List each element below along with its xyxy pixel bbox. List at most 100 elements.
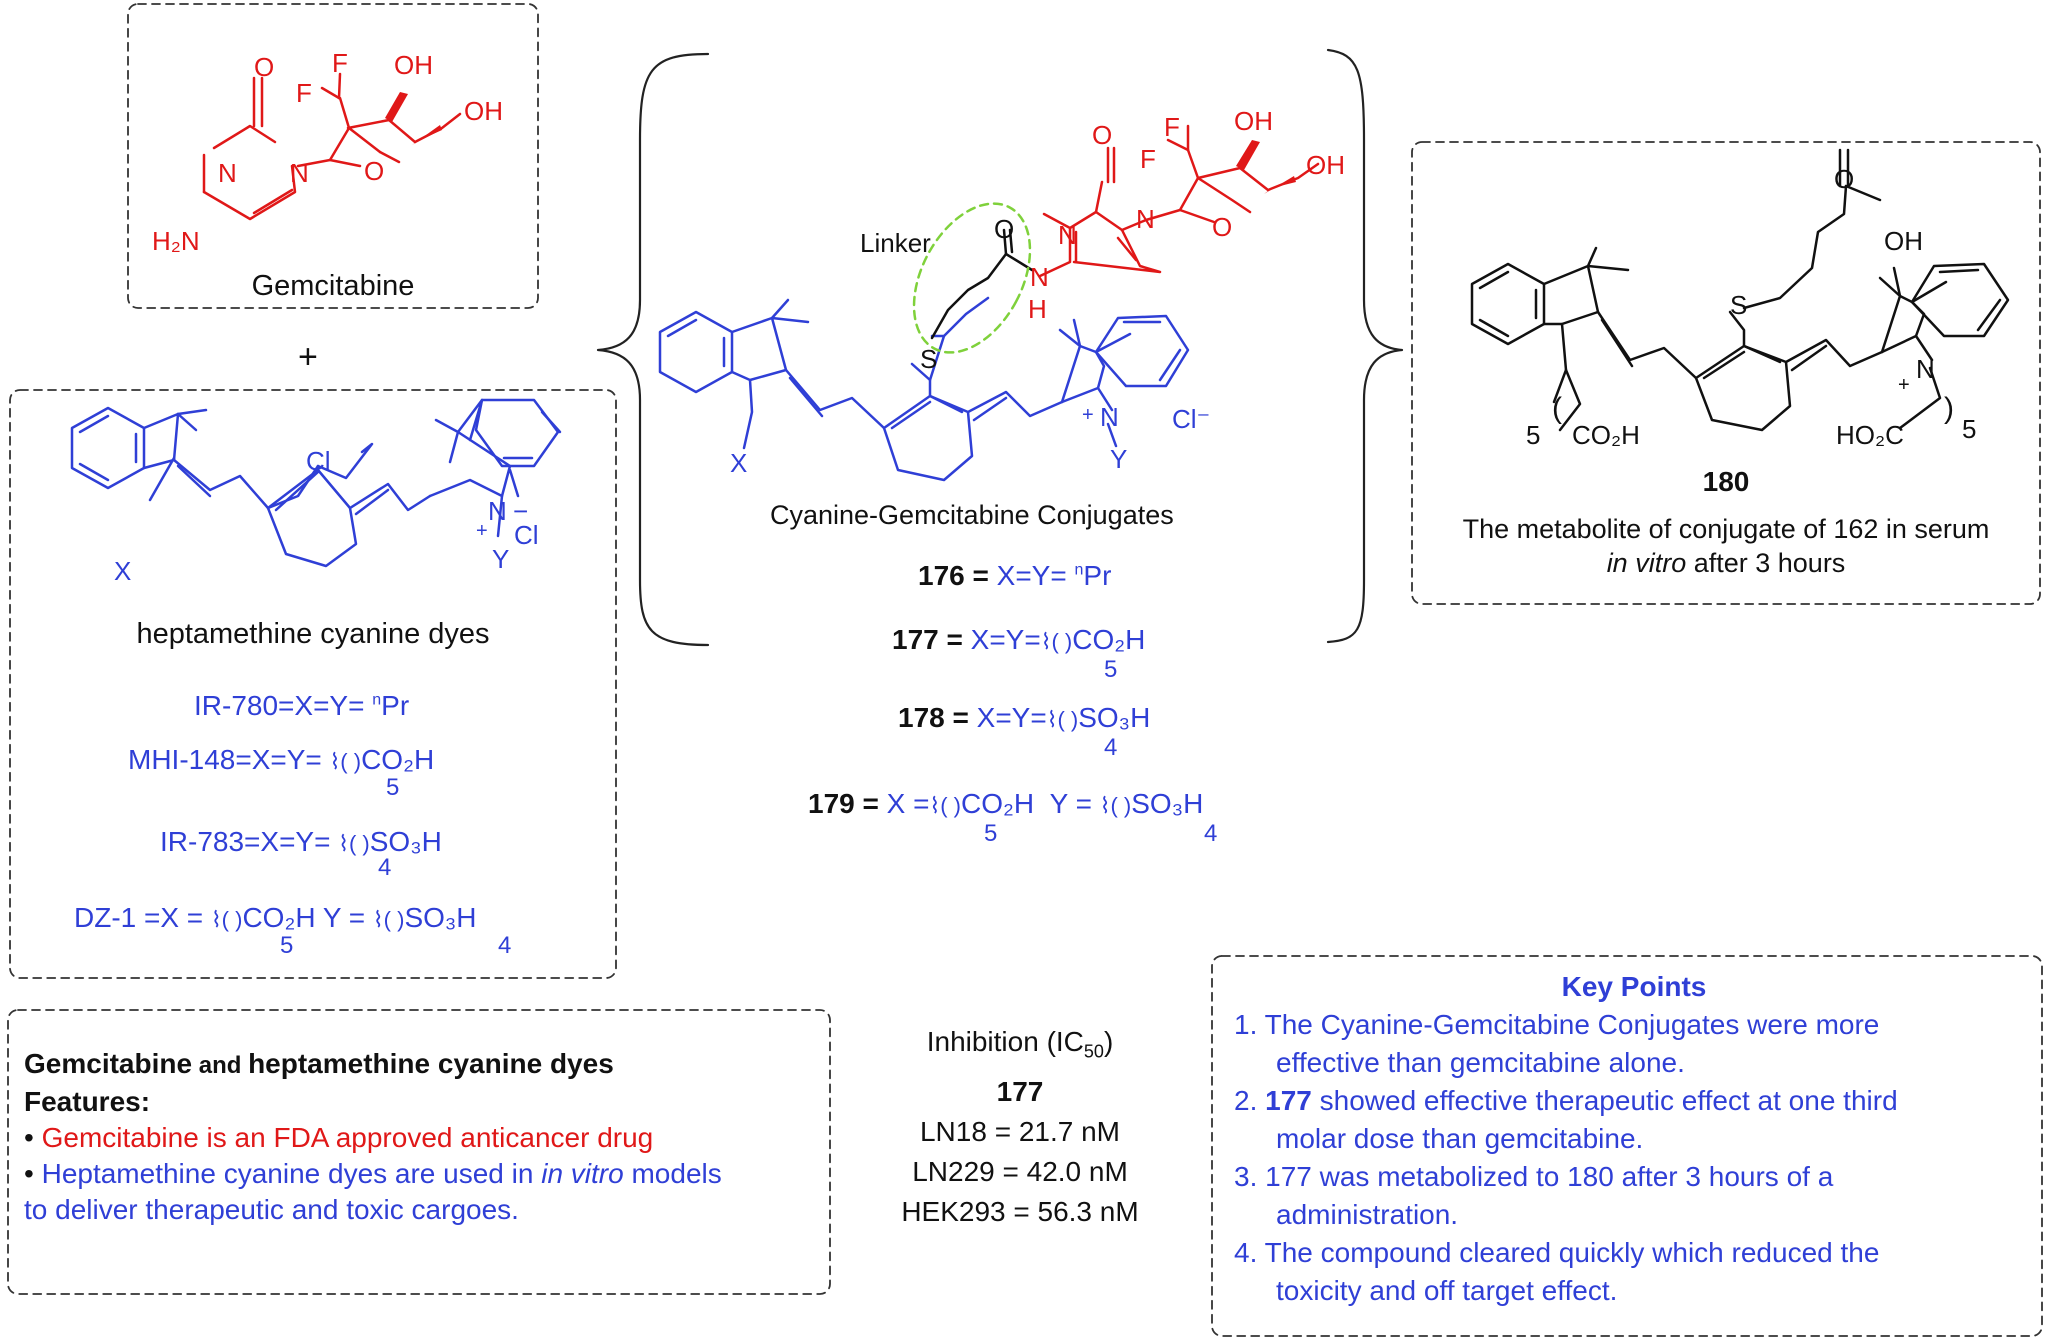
key-point-1-line2: effective than gemcitabine alone. (1276, 1047, 1685, 1078)
compound-176: 176 = X=Y= nPr (918, 560, 1111, 592)
features-bullet-1: • (24, 1122, 34, 1153)
features-heading-part2: and (192, 1052, 249, 1079)
conjugate-dye-structure (658, 296, 1190, 482)
metabolite-caption-line1: The metabolite of conjugate of 162 in se… (1462, 514, 1990, 544)
dye-row-mhi148-prefix: MHI-148=X=Y= (128, 744, 330, 775)
metabolite-caption-italic: in vitro (1606, 548, 1687, 578)
dye-row-dz1-prefix: DZ-1 =X = (74, 902, 211, 933)
conj-atom-f2: F (1140, 144, 1156, 174)
key-point-2-num: 2. (1234, 1085, 1266, 1116)
gemcitabine-box-border (127, 3, 539, 309)
compound-178-group: SO₃H (1078, 702, 1151, 733)
key-point-2-line1: 2. 177 showed effective therapeutic effe… (1234, 1082, 2034, 1120)
compound-178: 178 = X=Y=⌇( )SO₃H 4 (898, 702, 1151, 761)
metabolite-structure (1470, 148, 2010, 432)
features-item-2-part2: models (623, 1158, 722, 1189)
met-atom-o: O (1834, 164, 1855, 194)
conj-atom-x: X (730, 448, 748, 478)
met-co2h-left: CO₂H (1572, 420, 1640, 450)
dye-row-dz1-y-prefix: Y = (322, 902, 373, 933)
compound-177: 177 = X=Y=⌇( )CO₂H 5 (892, 624, 1146, 683)
key-points-block: Key Points 1. The Cyanine-Gemcitabine Co… (1234, 968, 2034, 1310)
key-point-2-text: showed effective therapeutic effect at o… (1311, 1085, 1898, 1116)
dye-atom-cl: Cl (306, 446, 331, 476)
compound-178-id: 178 = (898, 702, 969, 733)
compound-176-id: 176 = (918, 560, 989, 591)
dye-atom-plus: + (476, 520, 488, 542)
met-atom-s: S (1730, 290, 1748, 320)
met-five-left: 5 (1526, 420, 1541, 450)
conj-atom-y: Y (1110, 444, 1128, 474)
key-point-2-bold: 177 (1265, 1085, 1312, 1116)
compound-179-def: X = (878, 788, 930, 819)
dye-atom-x: X (114, 556, 132, 586)
conj-atom-plus: + (1082, 404, 1094, 426)
gem-atom-oh-top: OH (394, 50, 433, 80)
features-item-2-part1: Heptamethine cyanine dyes are used in (33, 1158, 542, 1189)
metabolite-caption-line2: in vitro after 3 hours (1412, 548, 2040, 579)
compound-178-def: X=Y= (968, 702, 1047, 733)
dyes-box-border (9, 389, 617, 979)
dye-row-ir780-tail: Pr (381, 690, 410, 721)
compound-176-sub: n (1074, 561, 1084, 579)
inhibition-block: Inhibition (IC50) 177 LN18 = 21.7 nM LN2… (860, 1022, 1180, 1232)
features-label: Features: (24, 1086, 151, 1117)
dye-row-dz1-y-count: 4 (498, 932, 512, 959)
compound-177-id: 177 = (892, 624, 963, 655)
conjugate-linker-structure (930, 228, 1034, 340)
met-ho2c-right: HO₂C (1836, 420, 1904, 450)
conj-atom-o-carbonyl: O (1092, 120, 1113, 150)
inhibition-compound: 177 (996, 1075, 1044, 1107)
conj-atom-oh-top: OH (1234, 106, 1273, 136)
compound-179: 179 = X =⌇( )CO₂H Y = ⌇( )SO₃H 5 4 (808, 788, 1218, 847)
dye-row-dz1-group: CO₂H (242, 902, 316, 933)
conj-atom-n-ring: N (1058, 220, 1077, 250)
dye-row-ir780: IR-780=X=Y= nPr (194, 690, 409, 722)
gem-atom-o-carbonyl: O (254, 52, 275, 82)
inhibition-row-hek293: HEK293 = 56.3 nM (901, 1195, 1139, 1227)
conj-atom-h: H (1028, 294, 1047, 324)
key-point-2-line2: molar dose than gemcitabine. (1276, 1123, 1644, 1154)
dye-row-ir780-prefix: IR-780=X=Y= (194, 690, 373, 721)
met-atom-plus: + (1898, 374, 1910, 396)
compound-179-y-prefix: Y = (1049, 788, 1100, 819)
dye-row-mhi148-count: 5 (386, 774, 400, 801)
conj-atom-o-ring: O (1212, 212, 1233, 242)
key-points-title: Key Points (1561, 971, 1707, 1002)
gem-atom-f1: F (296, 78, 312, 108)
conjugate-gemcitabine-structure (1038, 124, 1320, 278)
compound-179-count: 5 (984, 820, 998, 847)
dye-row-ir783-prefix: IR-783=X=Y= (160, 826, 339, 857)
dye-atom-minus: − (513, 496, 529, 526)
inhibition-row-ln229: LN229 = 42.0 nM (912, 1155, 1128, 1187)
met-atom-oh: OH (1884, 226, 1923, 256)
gem-atom-oh-right: OH (464, 96, 503, 126)
dye-row-ir783: IR-783=X=Y= ⌇( )SO₃H 4 (160, 826, 442, 881)
conj-atom-n1: N (1136, 204, 1155, 234)
features-item-2: • Heptamethine cyanine dyes are used in … (24, 1156, 824, 1192)
gemcitabine-label: Gemcitabine (251, 270, 415, 302)
inhibition-title-sub: 50 (1083, 1041, 1104, 1062)
metabolite-caption-rest: after 3 hours (1686, 548, 1846, 578)
gem-atom-f2: F (332, 48, 348, 78)
conj-atom-s: S (920, 344, 938, 374)
dye-row-ir783-count: 4 (378, 854, 392, 881)
gemcitabine-structure (202, 72, 462, 221)
dye-row-ir780-sub: n (372, 691, 382, 709)
key-point-1-line1: 1. The Cyanine-Gemcitabine Conjugates we… (1234, 1009, 1880, 1040)
met-atom-n: N (1916, 354, 1935, 384)
conj-atom-cl: Cl⁻ (1172, 404, 1211, 434)
met-paren-left: ( (1552, 392, 1562, 425)
linker-highlight (912, 202, 1032, 354)
features-item-2-line2: to deliver therapeutic and toxic cargoes… (24, 1194, 519, 1225)
dye-structure (70, 398, 562, 568)
features-heading-part1: Gemcitabine (24, 1048, 193, 1079)
plus-sign: + (298, 338, 318, 376)
met-five-right: 5 (1962, 414, 1977, 444)
conj-atom-o-linker: O (994, 214, 1015, 244)
compound-179-y-group: SO₃H (1131, 788, 1204, 819)
features-text: Gemcitabine and heptamethine cyanine dye… (24, 1046, 824, 1228)
features-item-1-text: Gemcitabine is an FDA approved anticance… (33, 1122, 654, 1153)
features-bullet-2: • (24, 1158, 34, 1189)
